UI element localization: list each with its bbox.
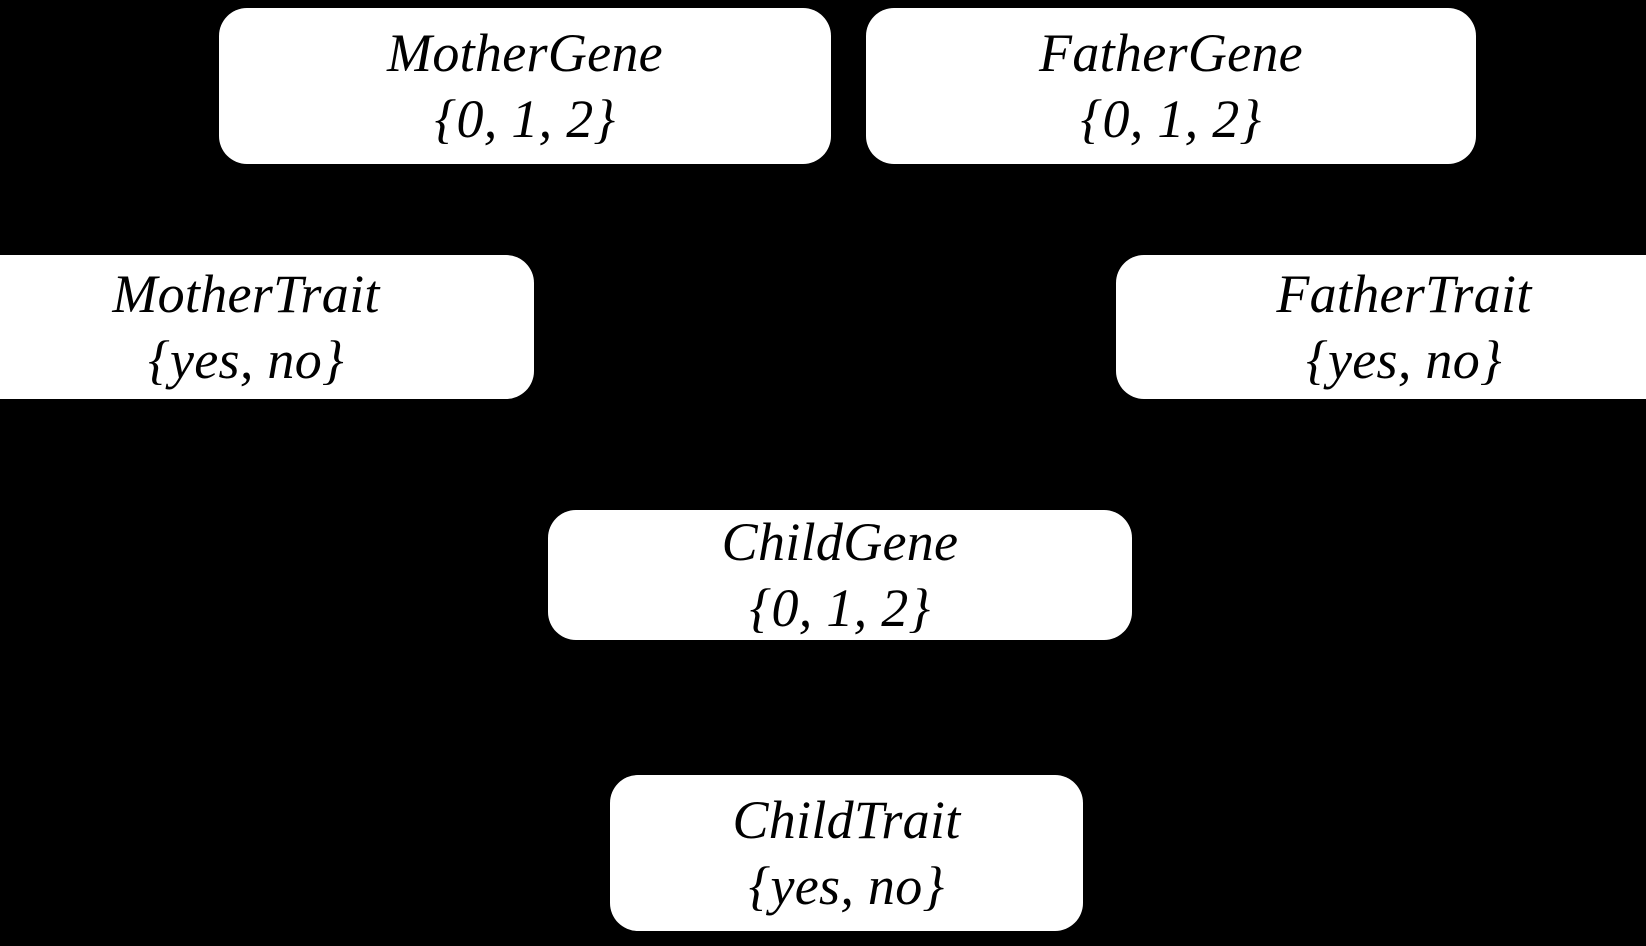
node-label-domain: {0, 1, 2} [1080, 89, 1262, 149]
node-label-name: MotherGene [387, 22, 663, 83]
node-father-gene[interactable]: FatherGene {0, 1, 2} [866, 8, 1476, 164]
node-child-trait[interactable]: ChildTrait {yes, no} [610, 775, 1083, 931]
node-label-name: FatherTrait [1276, 263, 1532, 324]
node-label-name: FatherGene [1039, 22, 1303, 83]
node-label-domain: {0, 1, 2} [434, 89, 616, 149]
node-label-domain: {yes, no} [148, 330, 344, 390]
node-label-domain: {0, 1, 2} [749, 578, 931, 638]
node-label-name: ChildGene [721, 511, 959, 572]
node-label-domain: {yes, no} [748, 856, 945, 916]
node-child-gene[interactable]: ChildGene {0, 1, 2} [548, 510, 1132, 640]
node-mother-trait[interactable]: MotherTrait {yes, no} [0, 255, 534, 399]
node-mother-gene[interactable]: MotherGene {0, 1, 2} [219, 8, 831, 164]
node-label-domain: {yes, no} [1306, 330, 1502, 390]
node-label-name: MotherTrait [112, 263, 380, 324]
node-label-name: ChildTrait [732, 789, 961, 850]
node-father-trait[interactable]: FatherTrait {yes, no} [1116, 255, 1646, 399]
